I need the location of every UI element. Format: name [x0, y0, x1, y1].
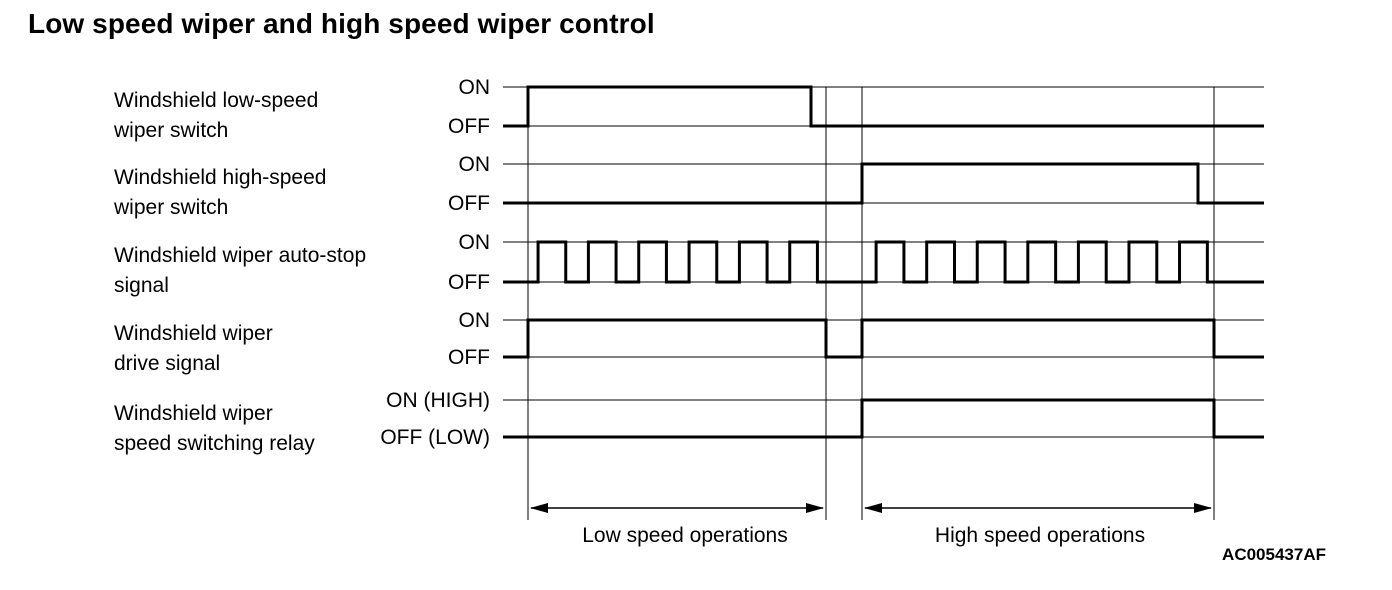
- signal-label-line: signal: [114, 274, 169, 297]
- signal-label-line: Windshield wiper: [114, 402, 273, 425]
- off-level-label: OFF: [448, 271, 490, 294]
- signal-label-line: Windshield wiper auto-stop: [114, 244, 366, 267]
- signal-label-line: Windshield high-speed: [114, 166, 326, 189]
- figure-code: AC005437AF: [1222, 545, 1326, 564]
- signal-waveform-lowsw: [503, 85, 1264, 128]
- signal-waveform-autostop: [503, 240, 1264, 284]
- off-level-label: OFF (LOW): [380, 426, 490, 449]
- on-level-label: ON: [459, 153, 491, 176]
- span-label: Low speed operations: [582, 524, 787, 547]
- signal-waveform-drive: [503, 318, 1264, 359]
- on-level-label: ON: [459, 231, 491, 254]
- signal-label-line: drive signal: [114, 352, 220, 375]
- on-level-label: ON (HIGH): [386, 389, 490, 412]
- off-level-label: OFF: [448, 346, 490, 369]
- off-level-label: OFF: [448, 192, 490, 215]
- page-title: Low speed wiper and high speed wiper con…: [28, 8, 655, 39]
- span-arrowhead-right: [806, 503, 824, 513]
- signal-label-line: Windshield wiper: [114, 322, 273, 345]
- off-level-label: OFF: [448, 115, 490, 138]
- span-arrowhead-right: [1194, 503, 1212, 513]
- on-level-label: ON: [459, 76, 491, 99]
- signal-label-line: Windshield low-speed: [114, 89, 318, 112]
- on-level-label: ON: [459, 309, 491, 332]
- signal-label-line: speed switching relay: [114, 432, 315, 455]
- signal-label: Windshield low-speed wiper switch: [113, 89, 318, 142]
- signal-label: Windshield wiper drive signal: [114, 322, 273, 375]
- span-label: High speed operations: [935, 524, 1145, 547]
- signal-label-line: wiper switch: [113, 196, 228, 219]
- signal-label: Windshield high-speed wiper switch: [113, 166, 326, 219]
- signal-label: Windshield wiper auto-stop signal: [114, 244, 366, 297]
- signal-waveform-relay: [503, 398, 1264, 439]
- span-arrowhead-left: [530, 503, 548, 513]
- signal-label: Windshield wiper speed switching relay: [114, 402, 315, 455]
- span-arrowhead-left: [864, 503, 882, 513]
- signal-label-line: wiper switch: [113, 119, 228, 142]
- signal-waveform-highsw: [503, 162, 1264, 205]
